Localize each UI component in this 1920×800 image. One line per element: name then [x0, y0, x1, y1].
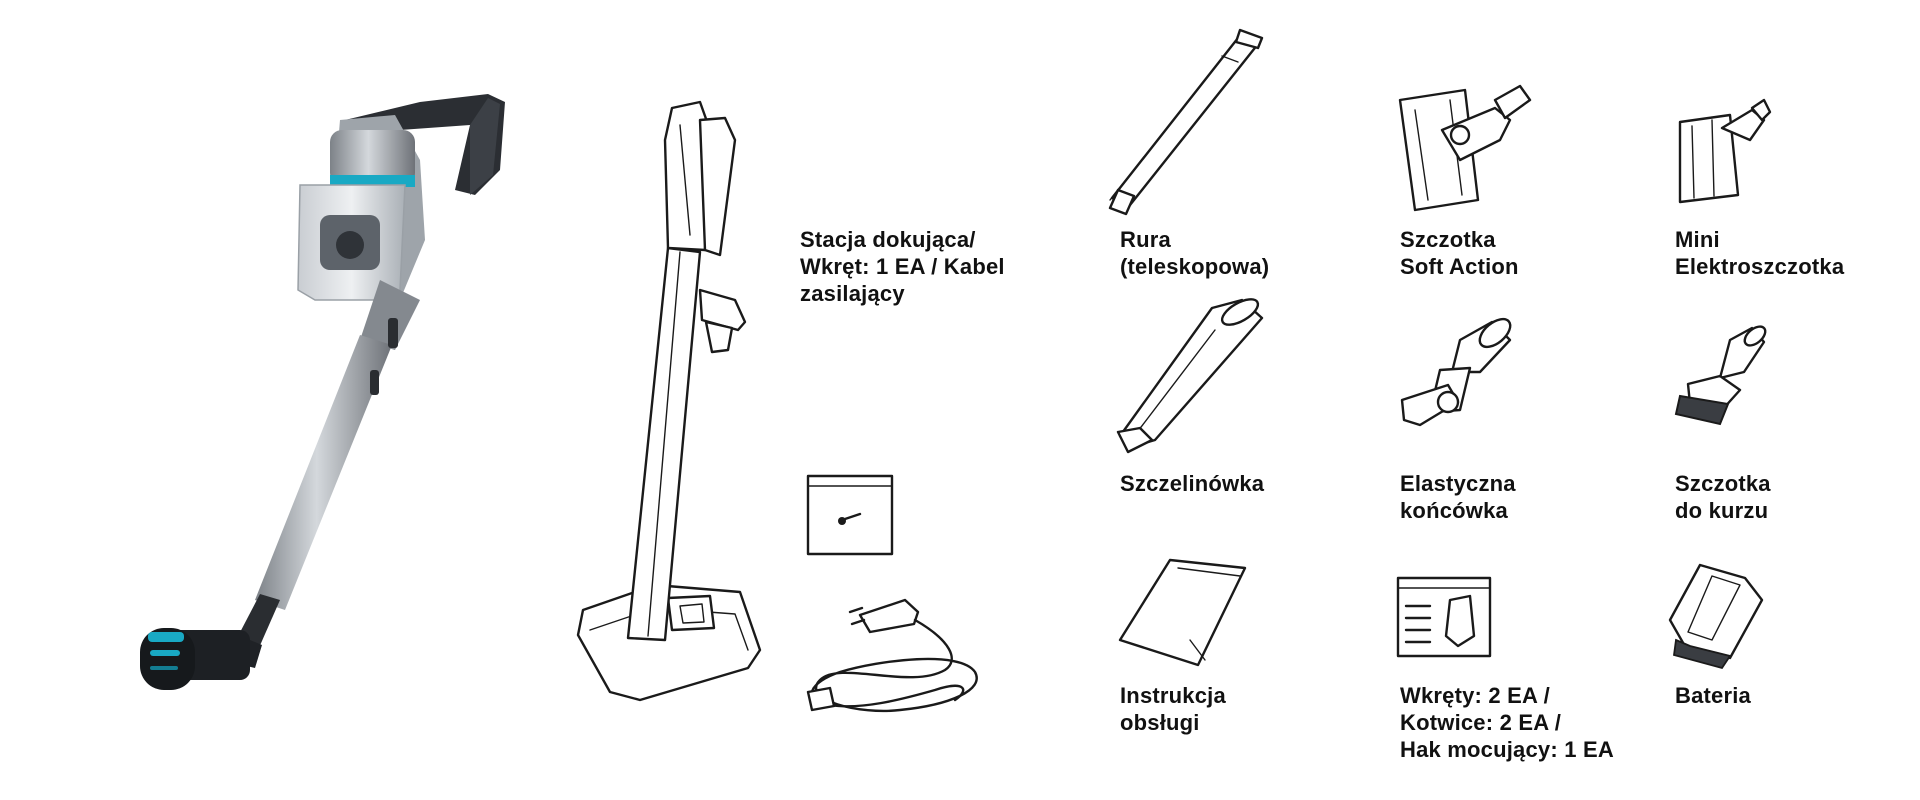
battery-label: Bateria — [1675, 683, 1751, 708]
manual-label: Instrukcja obsługi — [1120, 683, 1226, 735]
flex-tool-label: Elastyczna końcówka — [1400, 471, 1516, 523]
station-label: Stacja dokująca/ Wkręt: 1 EA / Kabel zas… — [800, 227, 1005, 306]
crevice-label: Szczelinówka — [1120, 471, 1265, 496]
mount-kit-label: Wkręty: 2 EA / Kotwice: 2 EA / Hak mocuj… — [1400, 683, 1614, 762]
pipe-label: Rura (teleskopowa) — [1120, 227, 1270, 279]
soft-action-label: Szczotka Soft Action — [1400, 227, 1519, 279]
mini-brush-label: Mini Elektroszczotka — [1675, 227, 1845, 279]
dust-brush-label: Szczotka do kurzu — [1675, 471, 1771, 523]
